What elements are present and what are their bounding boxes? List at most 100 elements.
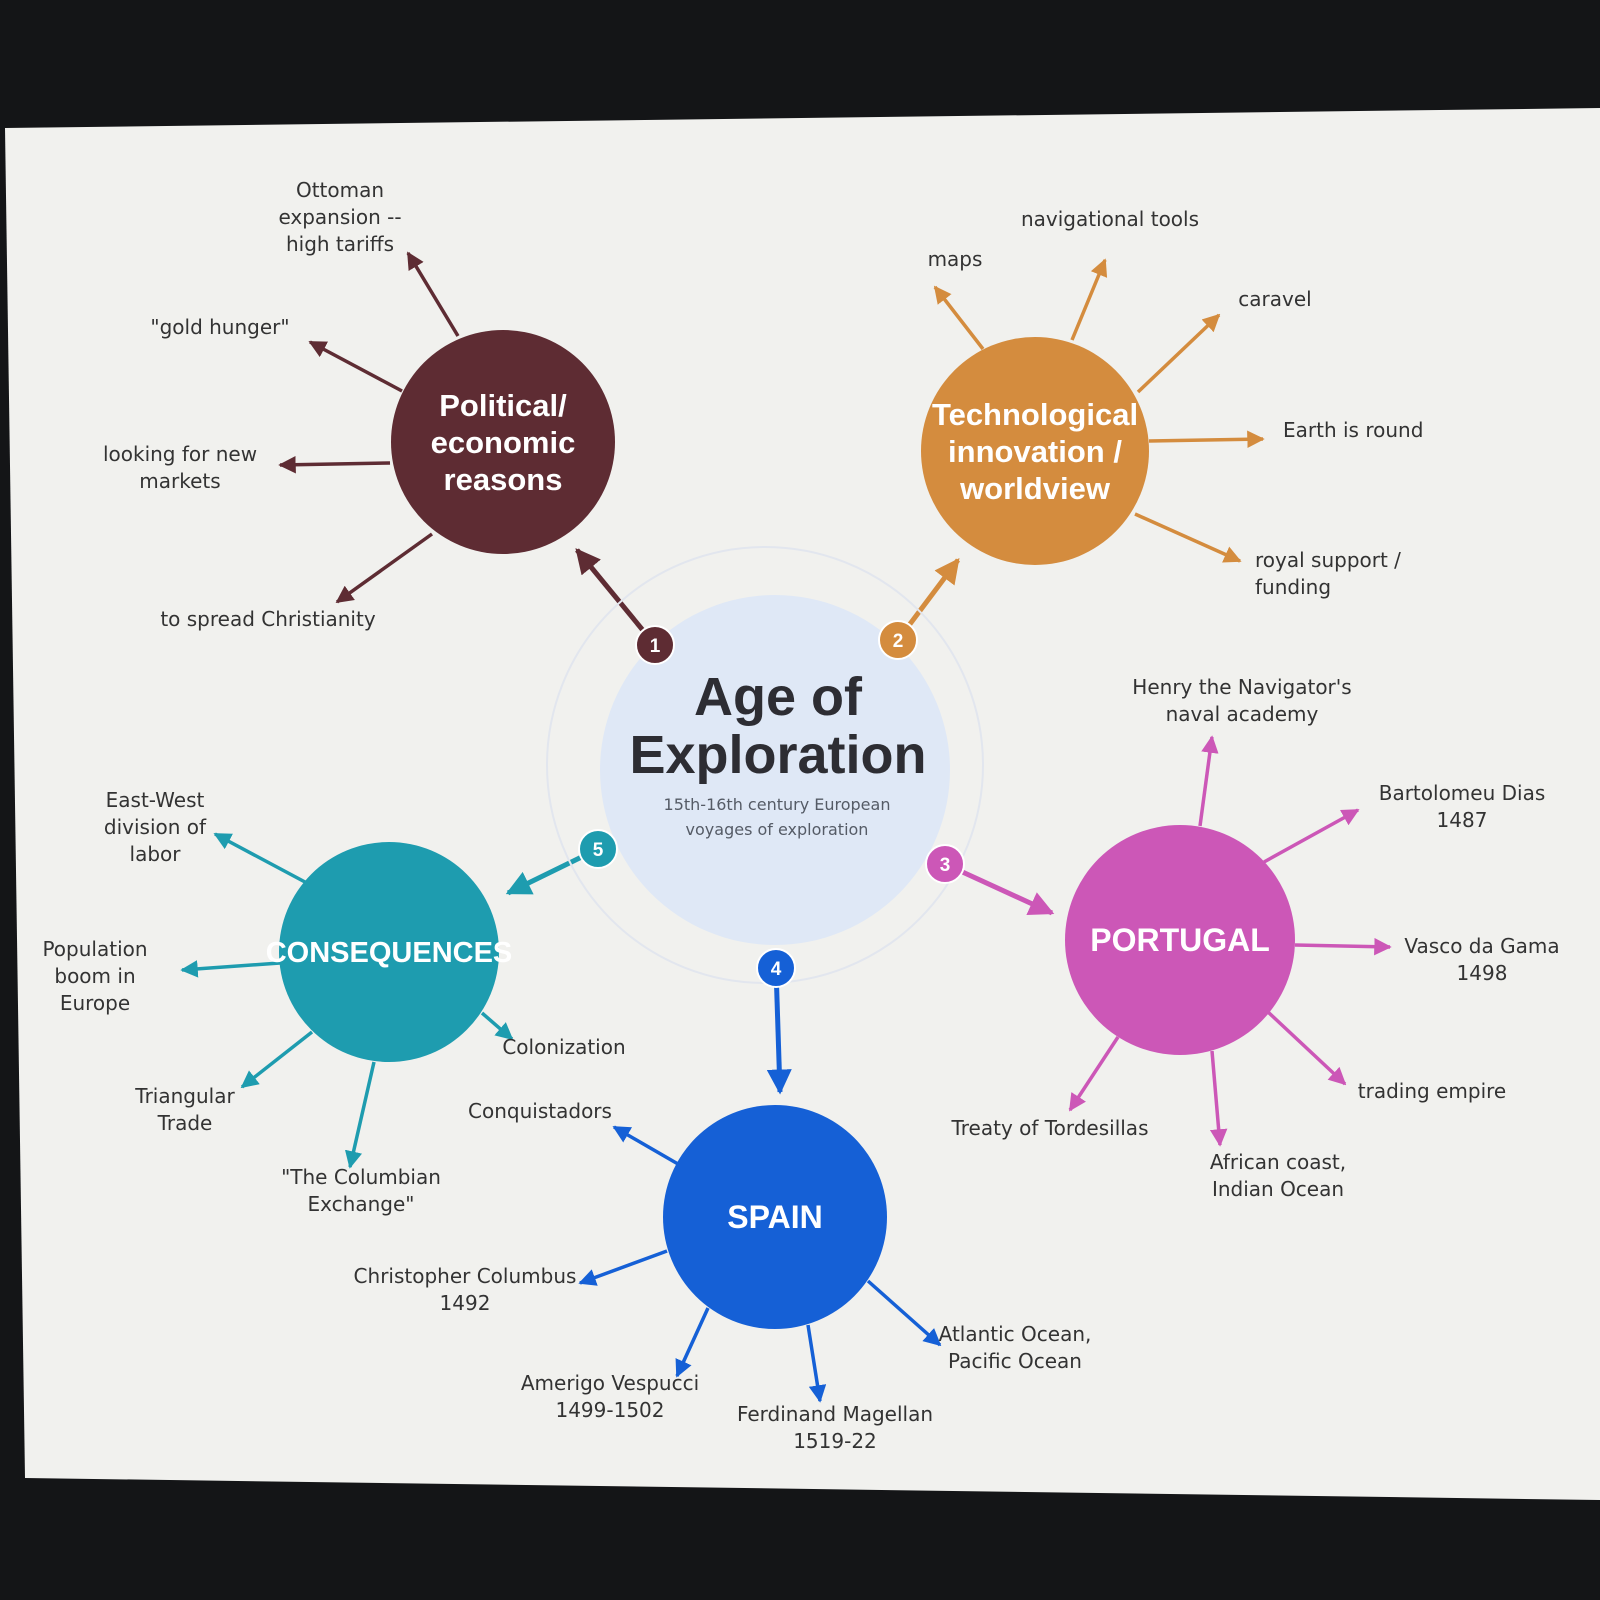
portugal-number-text: 3 bbox=[940, 855, 951, 876]
technological-branch-label-line: funding bbox=[1255, 575, 1331, 599]
political-hub-circle bbox=[391, 330, 615, 554]
consequences-branch-arrow bbox=[240, 1030, 314, 1089]
center-circle bbox=[600, 595, 950, 945]
political-branch-label-line: high tariffs bbox=[286, 232, 394, 256]
technological-branch-label-line: royal support / bbox=[1255, 548, 1401, 572]
political-branch-label-line: to spread Christianity bbox=[160, 607, 376, 631]
consequences-hub-circle bbox=[279, 842, 499, 1062]
political-branch-arrow bbox=[335, 532, 434, 604]
portugal-branch-arrow bbox=[1209, 1050, 1228, 1147]
political-main-connector bbox=[575, 548, 657, 647]
political-branch-arrow bbox=[278, 455, 391, 474]
portugal-hub-circle bbox=[1065, 825, 1295, 1055]
spain-branch-label-line: Atlantic Ocean, bbox=[939, 1322, 1092, 1346]
spain-branch-arrow bbox=[866, 1279, 942, 1347]
technological-branch-label: maps bbox=[928, 247, 983, 271]
political-branch-arrow bbox=[308, 340, 403, 393]
spain-branch-arrow bbox=[675, 1307, 710, 1378]
portugal-branch-label-line: 1498 bbox=[1457, 961, 1508, 985]
consequences-branch-label-line: division of bbox=[104, 815, 207, 839]
portugal-branch-arrow bbox=[1198, 735, 1219, 827]
consequences-branch-arrow bbox=[480, 1011, 514, 1041]
center-subtitle-line: voyages of exploration bbox=[686, 820, 869, 839]
spain-branch-label: Atlantic Ocean, Pacific Ocean bbox=[939, 1322, 1092, 1373]
technological-branch-label-line: Earth is round bbox=[1283, 418, 1423, 442]
consequences-branch-label: Colonization bbox=[502, 1035, 625, 1059]
consequences-branch-label-line: Population bbox=[42, 937, 147, 961]
portugal-branch-label: African coast,Indian Ocean bbox=[1210, 1150, 1346, 1201]
portugal-branch-label-line: Henry the Navigator's bbox=[1132, 675, 1351, 699]
spain-hub-title: SPAIN bbox=[727, 1199, 822, 1235]
center-subtitle-line: 15th-16th century European bbox=[664, 795, 891, 814]
technological-branch-label: Earth is round bbox=[1283, 418, 1423, 442]
spain-branch-arrow bbox=[578, 1249, 668, 1286]
technological-branch-label-line: caravel bbox=[1238, 287, 1311, 311]
consequences-branch-label: Population boom in Europe bbox=[42, 937, 147, 1015]
consequences-branch-label-line: Trade bbox=[157, 1111, 213, 1135]
political-number-text: 1 bbox=[650, 636, 661, 657]
portugal-branch-label: trading empire bbox=[1358, 1079, 1506, 1103]
portugal-branch-label: Vasco da Gama 1498 bbox=[1404, 934, 1559, 985]
technological-hub-title: worldview bbox=[959, 471, 1111, 506]
consequences-branch-label-line: boom in bbox=[54, 964, 135, 988]
spain-hub-circle bbox=[663, 1105, 887, 1329]
political-branch-label-line: expansion -- bbox=[278, 205, 401, 229]
technological-number-badge bbox=[878, 620, 918, 660]
spain-branch-label-line: Amerigo Vespucci bbox=[521, 1371, 699, 1395]
portugal-branch-label-line: Indian Ocean bbox=[1212, 1177, 1344, 1201]
political-number-badge bbox=[635, 625, 675, 665]
consequences-hub-title: CONSEQUENCES bbox=[266, 937, 513, 969]
technological-branch-arrow bbox=[1148, 430, 1265, 449]
spain-branch-label: Amerigo Vespucci 1499-1502 bbox=[521, 1371, 699, 1422]
spain-number-badge bbox=[756, 948, 796, 988]
portugal-hub-title: PORTUGAL bbox=[1090, 922, 1270, 958]
spain-number-text: 4 bbox=[771, 959, 782, 980]
center-title-line: Exploration bbox=[629, 725, 926, 785]
technological-branch-arrow bbox=[1134, 512, 1242, 563]
hub-layer: Political/economicreasons1Technologicali… bbox=[266, 330, 1295, 1329]
political-branch-label-line: Ottoman bbox=[296, 178, 384, 202]
technological-branch-label-line: navigational tools bbox=[1021, 207, 1199, 231]
portugal-branch-label-line: 1487 bbox=[1437, 808, 1488, 832]
consequences-branch-arrow bbox=[344, 1061, 376, 1169]
consequences-number-badge bbox=[578, 829, 618, 869]
portugal-branch-label-line: Bartolomeu Dias bbox=[1379, 781, 1546, 805]
consequences-branch-label-line: Colonization bbox=[502, 1035, 625, 1059]
portugal-branch-label-line: Treaty of Tordesillas bbox=[951, 1116, 1149, 1140]
technological-hub-title: innovation / bbox=[948, 434, 1122, 469]
portugal-branch-label-line: naval academy bbox=[1166, 702, 1319, 726]
political-branch-label: to spread Christianity bbox=[160, 607, 376, 631]
portugal-branch-label: Treaty of Tordesillas bbox=[951, 1116, 1149, 1140]
spain-branch-arrow bbox=[612, 1125, 679, 1166]
consequences-branch-label-line: Europe bbox=[60, 991, 130, 1015]
spain-branch-label-line: 1499-1502 bbox=[555, 1398, 664, 1422]
technological-branch-label: caravel bbox=[1238, 287, 1311, 311]
spain-branch-label-line: Pacific Ocean bbox=[948, 1349, 1082, 1373]
technological-branch-arrow bbox=[1136, 313, 1221, 394]
portugal-branch-arrow bbox=[1266, 1010, 1347, 1086]
consequences-branch-label-line: Triangular bbox=[134, 1084, 235, 1108]
spain-branch-label: Conquistadors bbox=[468, 1099, 612, 1123]
portugal-branch-arrow bbox=[1263, 808, 1360, 864]
branch-label-layer: Ottoman expansion -- high tariffs "gold hun… bbox=[42, 178, 1559, 1453]
spain-branch-label-line: 1492 bbox=[440, 1291, 491, 1315]
technological-hub-title: Technological bbox=[932, 397, 1138, 432]
portugal-branch-label-line: Vasco da Gama bbox=[1404, 934, 1559, 958]
portugal-branch-arrow bbox=[1068, 1036, 1120, 1112]
political-hub-title: Political/ bbox=[439, 388, 567, 423]
technological-branch-label-line: maps bbox=[928, 247, 983, 271]
portugal-branch-arrow bbox=[1294, 937, 1392, 956]
political-hub-title: economic bbox=[431, 425, 576, 460]
political-branch-label-line: markets bbox=[139, 469, 220, 493]
political-branch-label: "gold hunger" bbox=[150, 315, 289, 339]
portugal-branch-label: Henry the Navigator's naval academy bbox=[1132, 675, 1351, 726]
technological-hub-circle bbox=[921, 337, 1149, 565]
